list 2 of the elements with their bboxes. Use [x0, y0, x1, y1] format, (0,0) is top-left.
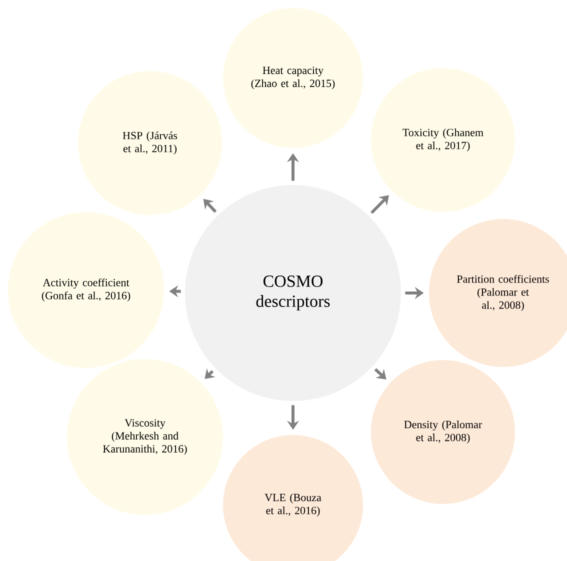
arrow: [374, 368, 386, 380]
arrow: [370, 195, 389, 214]
